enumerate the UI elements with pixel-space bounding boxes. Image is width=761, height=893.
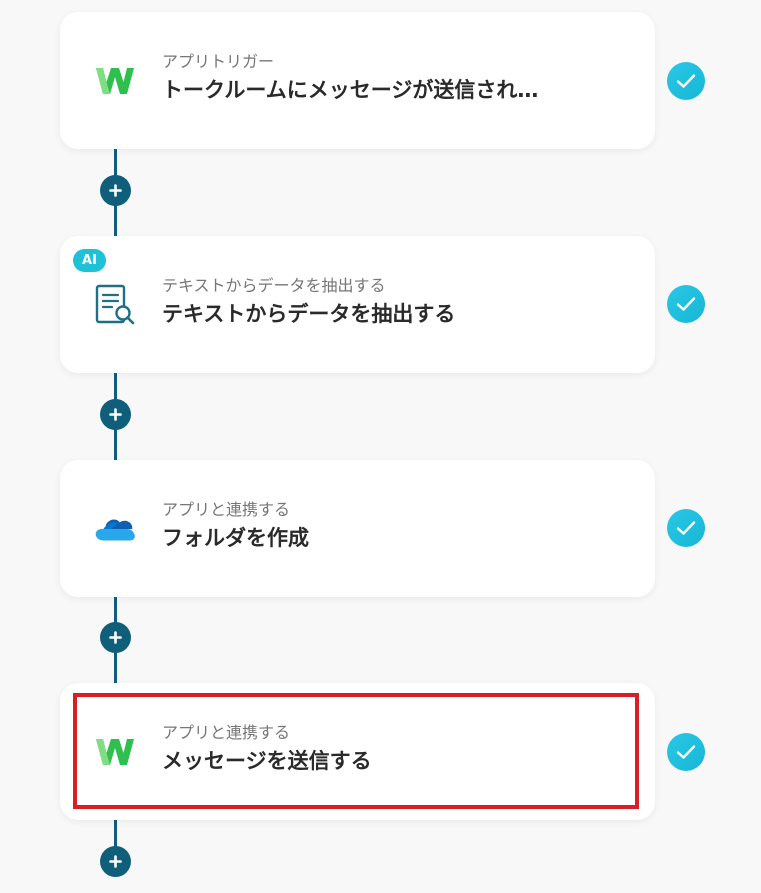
- chatwork-logo-icon: [94, 60, 136, 102]
- step-text: アプリと連携する フォルダを作成: [162, 500, 635, 552]
- check-icon: [667, 62, 705, 100]
- add-step-button[interactable]: [100, 846, 131, 877]
- plus-icon: [109, 631, 122, 644]
- onedrive-cloud-icon: [94, 508, 136, 550]
- step-subtitle: アプリトリガー: [162, 52, 275, 71]
- step-subtitle: アプリと連携する: [162, 500, 291, 519]
- step-title: テキストからデータを抽出する: [162, 302, 456, 326]
- step-title: フォルダを作成: [162, 526, 309, 550]
- check-icon: [667, 733, 705, 771]
- plus-icon: [109, 184, 122, 197]
- add-step-button[interactable]: [100, 175, 131, 206]
- plus-icon: [109, 855, 122, 868]
- flow-step-card[interactable]: アプリトリガー トークルームにメッセージが送信され…: [60, 12, 655, 149]
- flow-step-card[interactable]: AI テキストからデータを抽出する テキストからデータを抽出する: [60, 236, 655, 373]
- document-search-icon: [94, 284, 136, 326]
- flow-step-card[interactable]: アプリと連携する フォルダを作成: [60, 460, 655, 597]
- step-text: アプリと連携する メッセージを送信する: [162, 723, 635, 775]
- ai-badge: AI: [73, 249, 106, 272]
- connector-line: [114, 818, 117, 868]
- check-icon: [667, 509, 705, 547]
- check-icon: [667, 285, 705, 323]
- add-step-button[interactable]: [100, 399, 131, 430]
- step-text: アプリトリガー トークルームにメッセージが送信され…: [162, 52, 635, 104]
- step-text: テキストからデータを抽出する テキストからデータを抽出する: [162, 276, 635, 328]
- step-title: トークルームにメッセージが送信され…: [162, 78, 539, 102]
- plus-icon: [109, 408, 122, 421]
- flow-step-card[interactable]: アプリと連携する メッセージを送信する: [60, 683, 655, 820]
- chatwork-logo-icon: [94, 731, 136, 773]
- step-subtitle: アプリと連携する: [162, 723, 291, 742]
- step-subtitle: テキストからデータを抽出する: [162, 276, 386, 295]
- step-title: メッセージを送信する: [162, 749, 372, 773]
- add-step-button[interactable]: [100, 622, 131, 653]
